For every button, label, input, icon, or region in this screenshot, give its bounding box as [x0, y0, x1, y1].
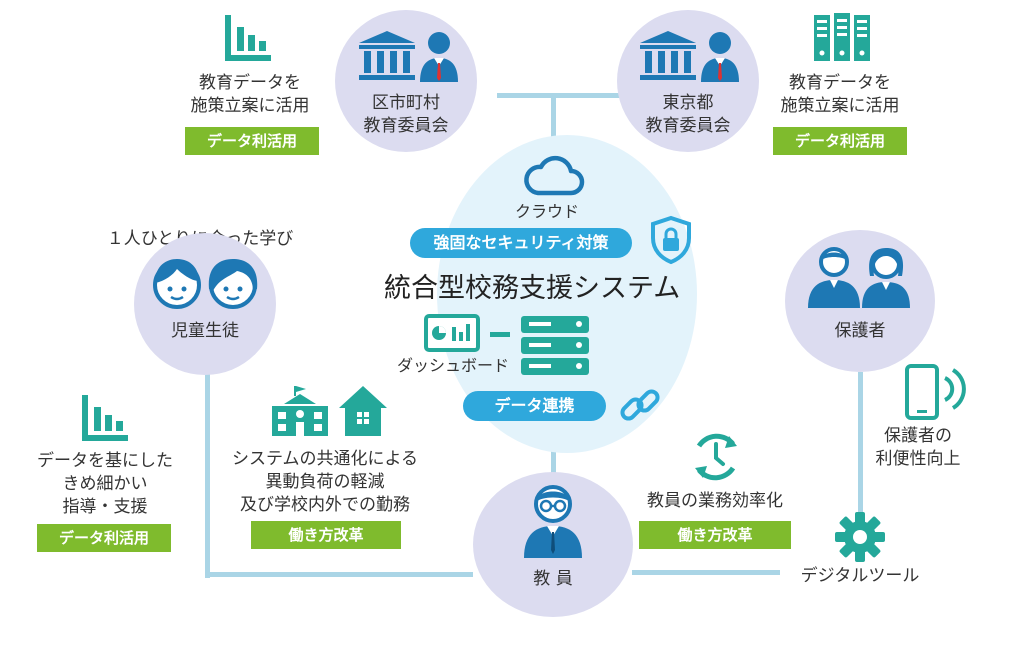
connector-guardians-vertical	[858, 372, 863, 512]
server-stack-icon	[521, 316, 589, 375]
server-rack-icon	[814, 13, 870, 61]
top-left-caption: 教育データを 施策立案に活用	[190, 73, 310, 116]
efficiency-caption: 教員の業務効率化	[647, 491, 783, 511]
data-use-tag-bottom-left: データ利活用	[37, 524, 171, 552]
school-building-icon	[272, 386, 328, 436]
connector-center-bottom	[551, 437, 556, 475]
data-link-pill: データ連携	[463, 391, 606, 421]
data-use-tag-top-left: データ利活用	[185, 127, 319, 155]
government-building-icon-tokyo	[640, 31, 696, 80]
gear-icon	[835, 512, 885, 562]
house-icon	[339, 386, 387, 436]
connector-teachers-horizontal	[632, 570, 780, 575]
connector-students-vertical	[205, 370, 210, 578]
teacher-icon	[524, 485, 582, 558]
cloud-icon	[524, 155, 585, 196]
bar-chart-icon	[225, 15, 271, 61]
students-circle	[134, 233, 276, 375]
parents-icon	[808, 247, 910, 308]
cloud-label: クラウド	[515, 202, 580, 221]
system-title: 統合型校務支援システム	[384, 273, 681, 304]
bottom-left-caption: データを基にした きめ細かい 指導・支援	[37, 451, 173, 517]
students-label: 児童生徒	[171, 321, 239, 341]
ward-board-label: 区市町村 教育委員会	[363, 93, 449, 136]
children-faces-icon	[153, 259, 258, 309]
official-person-icon-tokyo	[701, 32, 739, 82]
bottom-mid-caption: システムの共通化による 異動負荷の軽減 及び学校内外での勤務	[232, 449, 418, 515]
shield-lock-icon	[651, 215, 691, 265]
official-person-icon	[420, 32, 458, 82]
work-reform-tag-left: 働き方改革	[251, 521, 401, 549]
security-pill: 強固なセキュリティ対策	[410, 228, 632, 258]
government-building-icon	[359, 31, 415, 80]
bar-chart-icon-bottom	[82, 395, 128, 441]
dashboard-label: ダッシュボード	[397, 356, 510, 375]
smartphone-signal-icon	[905, 364, 966, 420]
digital-tool-label: デジタルツール	[800, 566, 920, 586]
chain-link-icon	[620, 389, 660, 421]
data-use-tag-top-right: データ利活用	[773, 127, 907, 155]
top-right-caption: 教育データを 施策立案に活用	[780, 73, 900, 116]
tokyo-board-label: 東京都 教育委員会	[645, 93, 731, 136]
teachers-label: 教 員	[533, 569, 573, 589]
guardian-benefit-caption: 保護者の 利便性向上	[875, 426, 961, 469]
cycle-clock-icon	[695, 433, 737, 481]
work-reform-tag-right: 働き方改革	[639, 521, 791, 549]
connector-top-horizontal	[497, 93, 627, 98]
dashboard-screen-icon	[424, 314, 480, 352]
connector-students-horizontal	[205, 572, 473, 577]
dashboard-server-link	[490, 332, 510, 337]
connector-top-vertical	[551, 95, 556, 140]
guardians-label: 保護者	[834, 321, 886, 341]
